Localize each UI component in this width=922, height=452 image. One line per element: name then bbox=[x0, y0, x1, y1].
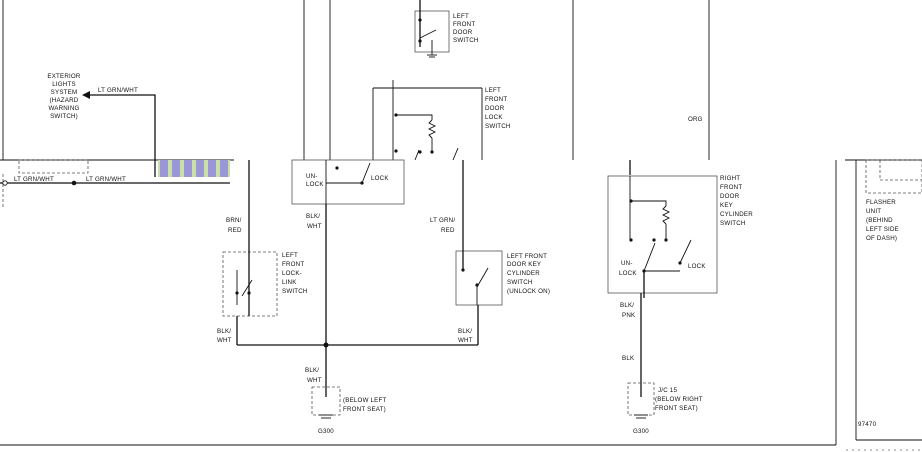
svg-text:FRONT: FRONT bbox=[485, 96, 507, 103]
svg-text:BLK/: BLK/ bbox=[458, 328, 472, 335]
svg-text:UNIT: UNIT bbox=[866, 208, 881, 215]
svg-text:WHT: WHT bbox=[307, 223, 322, 230]
left-lock-switch-lower: UN- LOCK LOCK bbox=[291, 159, 405, 209]
left-front-lock-link-switch: LEFT FRONT LOCK- LINK SWITCH bbox=[222, 247, 308, 317]
svg-text:BRN/: BRN/ bbox=[226, 217, 242, 224]
right-ground-wire: BLK/ PNK BLK J/C 15 (BELOW RIGHT FRONT S… bbox=[620, 293, 703, 435]
svg-text:J/C 15: J/C 15 bbox=[658, 387, 677, 394]
svg-text:DOOR: DOOR bbox=[720, 193, 740, 200]
svg-text:CYLINDER: CYLINDER bbox=[720, 211, 753, 218]
svg-text:WHT: WHT bbox=[307, 377, 322, 384]
svg-text:(BELOW RIGHT: (BELOW RIGHT bbox=[655, 396, 703, 403]
frame-lines bbox=[0, 0, 837, 446]
svg-text:LOCK: LOCK bbox=[688, 263, 706, 270]
svg-text:RED: RED bbox=[441, 227, 455, 234]
svg-text:FRONT SEAT): FRONT SEAT) bbox=[655, 405, 698, 412]
svg-text:BLK: BLK bbox=[622, 355, 635, 362]
left-vertical-wires: BRN/ RED BLK/ WHT LT GRN/ RED bbox=[226, 160, 464, 397]
svg-text:DOOR: DOOR bbox=[485, 105, 505, 112]
svg-text:LT GRN/WHT: LT GRN/WHT bbox=[86, 176, 126, 183]
svg-text:WHT: WHT bbox=[217, 337, 232, 344]
svg-text:DOOR: DOOR bbox=[453, 29, 473, 36]
svg-text:LEFT FRONT: LEFT FRONT bbox=[507, 253, 547, 260]
left-front-door-lock-switch: LEFT FRONT DOOR LOCK SWITCH bbox=[372, 80, 511, 161]
svg-text:LT GRN/WHT: LT GRN/WHT bbox=[14, 176, 54, 183]
svg-text:(BELOW LEFT: (BELOW LEFT bbox=[343, 397, 386, 404]
svg-text:UN-: UN- bbox=[306, 173, 318, 180]
org-label: ORG bbox=[688, 116, 703, 123]
svg-text:(BEHIND: (BEHIND bbox=[866, 217, 893, 224]
exterior-arrow: LT GRN/WHT bbox=[82, 87, 156, 177]
svg-text:DOOR KEY: DOOR KEY bbox=[507, 261, 541, 268]
svg-text:PNK: PNK bbox=[622, 312, 636, 319]
svg-text:UN-: UN- bbox=[621, 260, 633, 267]
svg-text:LEFT SIDE: LEFT SIDE bbox=[866, 226, 899, 233]
svg-text:EXTERIOR: EXTERIOR bbox=[47, 73, 81, 80]
svg-text:(HAZARD: (HAZARD bbox=[50, 97, 79, 104]
svg-text:LT GRN/: LT GRN/ bbox=[430, 217, 455, 224]
svg-text:RED: RED bbox=[228, 227, 242, 234]
svg-text:LT GRN/WHT: LT GRN/WHT bbox=[98, 87, 138, 94]
svg-text:(UNLOCK ON): (UNLOCK ON) bbox=[507, 288, 550, 295]
svg-text:FRONT: FRONT bbox=[720, 184, 742, 191]
svg-text:BLK/: BLK/ bbox=[306, 213, 320, 220]
svg-text:LIGHTS: LIGHTS bbox=[52, 81, 76, 88]
svg-text:LOCK: LOCK bbox=[619, 270, 637, 277]
exterior-lights-label: EXTERIOR LIGHTS SYSTEM (HAZARD WARNING S… bbox=[47, 73, 81, 120]
left-ground-bus: BLK/ WHT BLK/ WHT BLK/ WHT (BELOW LEFT F… bbox=[217, 316, 478, 435]
svg-text:OF DASH): OF DASH) bbox=[866, 235, 897, 242]
svg-text:SWITCH: SWITCH bbox=[485, 123, 511, 130]
left-front-door-key-cylinder-switch: LEFT FRONT DOOR KEY CYLINDER SWITCH (UNL… bbox=[455, 246, 550, 345]
left-connector: LT GRN/WHT LT GRN/WHT bbox=[0, 159, 230, 208]
svg-text:LOCK: LOCK bbox=[485, 114, 503, 121]
svg-text:LOCK-: LOCK- bbox=[282, 270, 302, 277]
svg-text:LOCK: LOCK bbox=[306, 181, 324, 188]
svg-text:WARNING: WARNING bbox=[48, 105, 79, 112]
svg-text:BLK/: BLK/ bbox=[620, 302, 634, 309]
svg-text:LEFT: LEFT bbox=[453, 13, 469, 20]
svg-text:WHT: WHT bbox=[458, 337, 473, 344]
flasher-unit: FLASHER UNIT (BEHIND LEFT SIDE OF DASH) … bbox=[845, 159, 922, 451]
svg-text:FRONT: FRONT bbox=[282, 261, 304, 268]
svg-text:SWITCH: SWITCH bbox=[282, 288, 308, 295]
svg-text:FLASHER: FLASHER bbox=[866, 199, 896, 206]
svg-text:BLK/: BLK/ bbox=[305, 367, 319, 374]
svg-text:SWITCH): SWITCH) bbox=[50, 113, 78, 120]
svg-text:KEY: KEY bbox=[720, 202, 733, 209]
svg-text:LOCK: LOCK bbox=[371, 175, 389, 182]
right-front-door-key-cylinder-switch: UN- LOCK LOCK RIGHT FRONT DOOR KEY CYLIN… bbox=[607, 160, 753, 298]
svg-text:FRONT SEAT): FRONT SEAT) bbox=[343, 406, 386, 413]
left-front-door-switch: LEFT FRONT DOOR SWITCH bbox=[414, 0, 479, 58]
svg-text:SWITCH: SWITCH bbox=[453, 37, 479, 44]
svg-text:LINK: LINK bbox=[282, 279, 297, 286]
svg-text:FRONT: FRONT bbox=[453, 21, 475, 28]
svg-text:SWITCH: SWITCH bbox=[507, 279, 533, 286]
svg-text:RIGHT: RIGHT bbox=[720, 175, 740, 182]
svg-text:G300: G300 bbox=[318, 428, 334, 435]
svg-text:SWITCH: SWITCH bbox=[720, 220, 746, 227]
svg-text:97470: 97470 bbox=[858, 421, 877, 428]
svg-text:LEFT: LEFT bbox=[485, 87, 501, 94]
svg-text:CYLINDER: CYLINDER bbox=[507, 270, 540, 277]
color-strip bbox=[158, 160, 230, 177]
svg-text:LEFT: LEFT bbox=[282, 252, 298, 259]
svg-text:G300: G300 bbox=[633, 428, 649, 435]
svg-text:SYSTEM: SYSTEM bbox=[51, 89, 78, 96]
svg-text:BLK/: BLK/ bbox=[217, 328, 231, 335]
